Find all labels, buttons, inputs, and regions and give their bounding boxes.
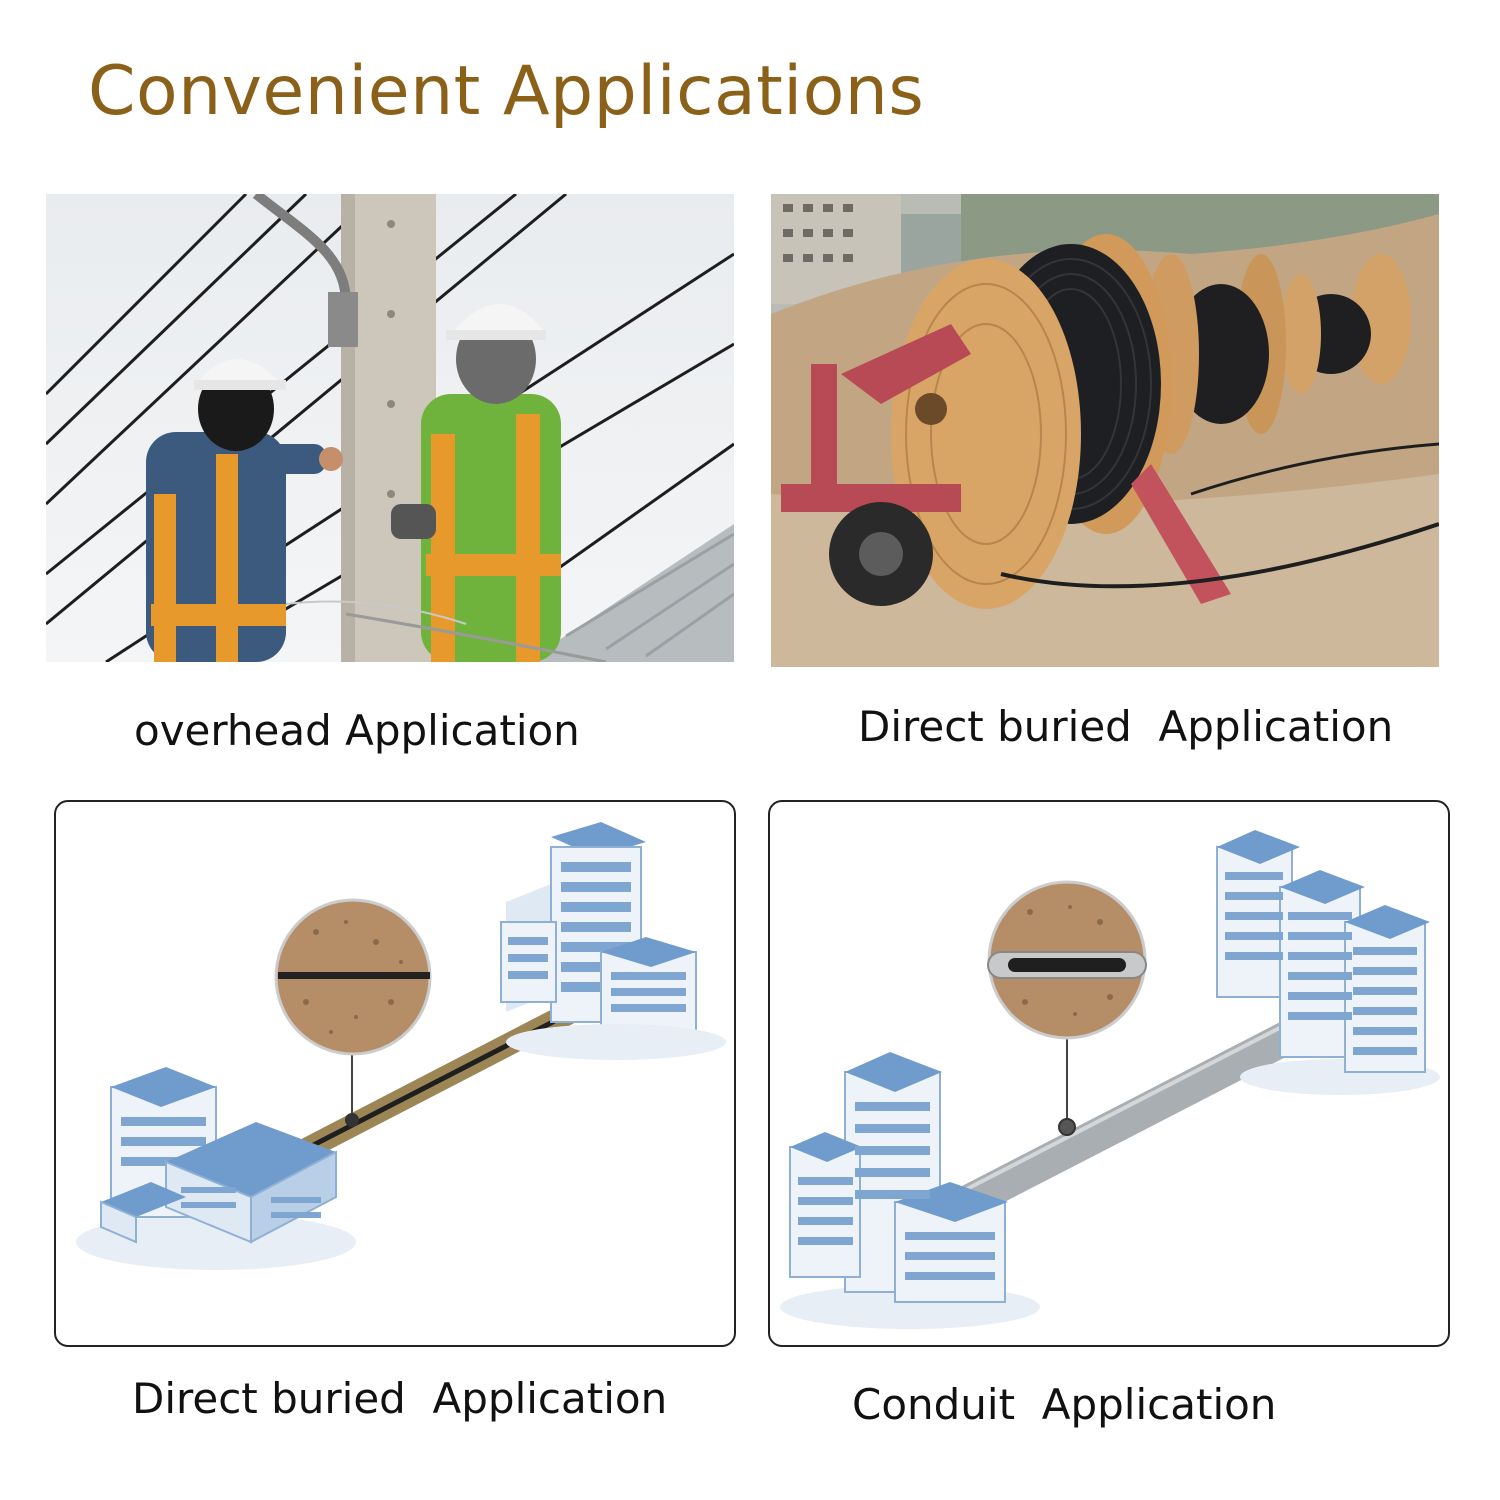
page-title: Convenient Applications bbox=[88, 52, 925, 131]
direct-buried-diagram bbox=[54, 800, 736, 1347]
caption-direct-buried-diagram: Direct buried Application bbox=[132, 1374, 668, 1423]
caption-conduit: Conduit Application bbox=[852, 1380, 1277, 1429]
caption-direct-buried-photo: Direct buried Application bbox=[858, 702, 1394, 751]
caption-overhead: overhead Application bbox=[134, 706, 580, 755]
overhead-photo bbox=[46, 194, 734, 662]
cable-reels-photo bbox=[771, 194, 1439, 667]
conduit-diagram bbox=[768, 800, 1450, 1347]
